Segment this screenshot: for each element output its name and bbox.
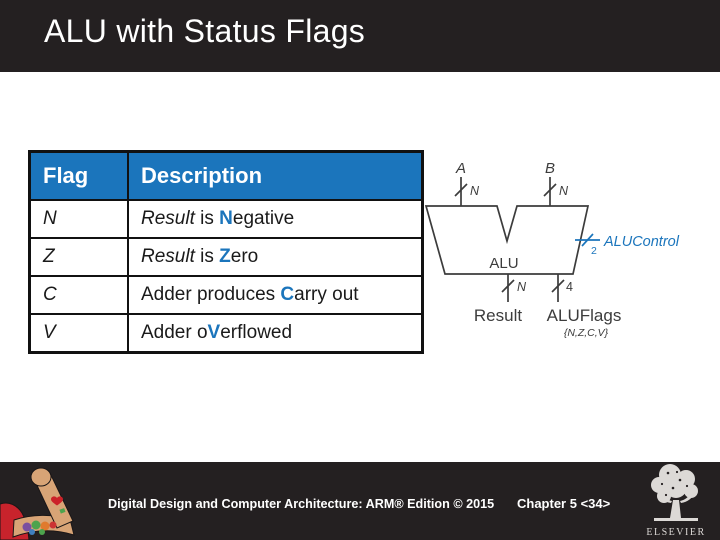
flag-cell: C [28,275,129,315]
description-segment: Z [219,246,231,267]
description-segment: N [219,208,233,229]
flag-cell: Z [28,237,129,277]
description-segment: erflowed [220,322,293,343]
description-segment: Adder o [141,322,208,343]
flag-column-header: Flag [28,150,129,201]
input-b-label: B [545,160,555,177]
elsevier-logo: ELSEVIER [646,464,705,538]
page-title: ALU with Status Flags [44,13,366,49]
bus-slash-b [543,183,557,197]
bus-width-result-label: N [517,280,527,294]
description-column-header: Description [127,150,424,201]
bus-slash-flags [551,279,565,293]
fist-shape [30,467,52,487]
flags-set-label: {N,Z,C,V} [564,327,609,339]
description-segment: egative [232,208,295,229]
result-output-label: Result [474,306,522,325]
title-bar [0,0,720,72]
tattooed-arm-image [0,467,75,540]
description-segment: Result [141,246,195,267]
description-cell: Result is Negative [127,199,424,239]
heart-tattoo-icon [51,496,63,506]
alu-diagram: A B N N ALU N 4 Result ALUFlags {N,Z,C,V… [424,160,680,339]
description-cell: Result is Zero [127,237,424,277]
alu-label: ALU [489,255,518,272]
elsevier-tree-icon [651,464,698,521]
footer-citation: Digital Design and Computer Architecture… [108,496,495,511]
description-segment: Adder produces [141,284,281,305]
alucontrol-wire-group [575,233,600,247]
flag-cell: N [28,199,129,239]
alucontrol-label: ALUControl [603,234,680,250]
description-segment: ero [230,246,259,267]
footer-chapter: Chapter 5 <34> [517,496,611,511]
description-segment: is [194,246,220,267]
bus-slash-result [501,279,515,293]
elsevier-tree-texture [660,470,689,497]
sleeve-tattoo-icon [22,508,66,535]
bus-width-b-label: N [559,184,569,198]
aluflags-output-label: ALUFlags [547,306,622,325]
footer-bar [0,462,720,540]
alu-body-shape [424,205,590,275]
description-cell: Adder oVerflowed [127,313,424,354]
alu-diagram-wires [424,177,590,302]
description-segment: is [194,208,220,229]
elsevier-logo-text: ELSEVIER [646,527,705,538]
bus-slash-a [454,183,468,197]
description-segment: C [280,284,295,305]
table-header-row: Flag Description [28,150,424,201]
bus-slash-control [581,233,594,247]
bus-width-control-label: 2 [591,245,597,257]
bus-width-a-label: N [470,184,480,198]
description-segment: arry out [294,284,359,305]
description-segment: V [207,322,221,343]
bus-width-flags-label: 4 [566,280,573,294]
description-cell: Adder produces Carry out [127,275,424,315]
input-a-label: A [455,160,466,177]
flag-cell: V [28,313,129,354]
description-segment: Result [141,208,195,229]
alu-diagram-labels: A B N N ALU N 4 Result ALUFlags {N,Z,C,V… [455,160,680,339]
